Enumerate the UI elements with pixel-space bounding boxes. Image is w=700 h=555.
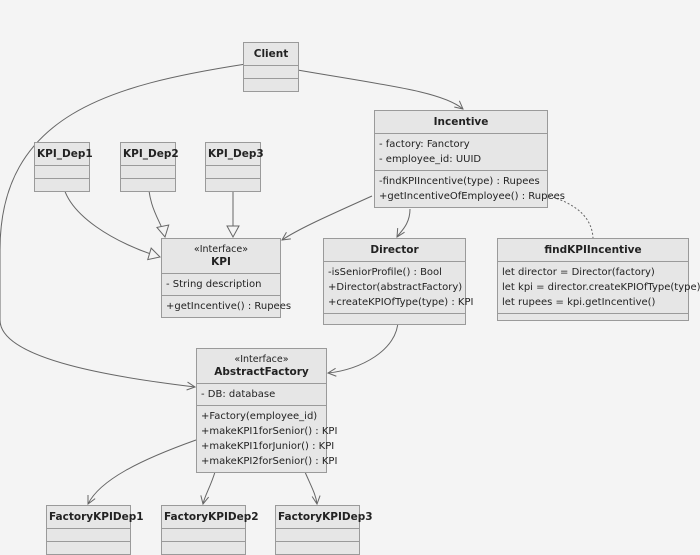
- class-header: Incentive: [375, 111, 547, 134]
- class-fields-section: - String description: [162, 274, 280, 296]
- field-line: -isSeniorProfile() : Bool: [328, 267, 442, 278]
- class-header: KPI_Dep2: [121, 143, 179, 166]
- class-name: FactoryKPIDep1: [49, 511, 144, 523]
- field-line: - DB: database: [201, 389, 276, 400]
- method-line: +Factory(employee_id): [201, 411, 318, 422]
- field-line: let director = Director(factory): [502, 267, 655, 278]
- class-methods-section: [324, 314, 465, 324]
- class-fields-section: [244, 66, 298, 79]
- edge-note-findkpiincentive: [548, 195, 594, 239]
- class-box-client: Client: [243, 42, 299, 92]
- class-methods-section: [35, 179, 89, 191]
- class-box-kpi-dep2: KPI_Dep2: [120, 142, 179, 192]
- field-line: +createKPIOfType(type) : KPI: [328, 297, 474, 308]
- class-box-kpi-dep3: KPI_Dep3: [205, 142, 264, 192]
- field-line: - String description: [166, 279, 262, 290]
- class-fields-section: - DB: database: [197, 384, 326, 406]
- method-line: +makeKPI1forSenior() : KPI: [201, 426, 338, 437]
- method-line: +getIncentive() : Rupees: [166, 301, 292, 312]
- edge-af-to-factorydep2: [203, 471, 216, 504]
- class-header: «Interface»AbstractFactory: [197, 349, 326, 384]
- field-line: let rupees = kpi.getIncentive(): [502, 297, 656, 308]
- class-header: FactoryKPIDep3: [276, 506, 373, 529]
- class-header: «Interface»KPI: [162, 239, 280, 274]
- class-box-incentive: Incentive - factory: Fanctory - employee_i…: [374, 110, 565, 208]
- edge-af-to-factorydep1: [88, 439, 197, 504]
- class-stereotype: «Interface»: [193, 244, 249, 255]
- edge-client-to-incentive: [262, 63, 463, 109]
- method-line: +getIncentiveOfEmployee() : Rupees: [379, 191, 565, 202]
- class-stereotype: «Interface»: [234, 354, 289, 365]
- class-methods-section: +getIncentive() : Rupees: [162, 296, 292, 317]
- field-line: +Director(abstractFactory): [328, 282, 463, 293]
- class-name: KPI_Dep3: [208, 148, 264, 160]
- class-fields-section: let director = Director(factory) let kpi …: [498, 262, 700, 314]
- field-line: - employee_id: UUID: [379, 154, 482, 165]
- class-name: KPI_Dep1: [37, 148, 93, 160]
- method-line: +makeKPI2forSenior() : KPI: [201, 456, 338, 467]
- class-header: KPI_Dep3: [206, 143, 264, 166]
- class-header: FactoryKPIDep2: [162, 506, 259, 529]
- class-name: FactoryKPIDep3: [278, 511, 373, 523]
- class-box-abstract-factory: «Interface»AbstractFactory - DB: database…: [196, 348, 338, 473]
- class-name: KPI: [211, 256, 231, 268]
- edge-incentive-to-director: [397, 208, 411, 237]
- edge-af-to-factorydep3: [304, 471, 317, 504]
- class-box-find-kpi-incentive: findKPIIncentive let director = Director(…: [497, 238, 700, 321]
- class-name: Incentive: [433, 116, 489, 128]
- class-methods-section: [276, 542, 359, 554]
- method-line: -findKPIIncentive(type) : Rupees: [379, 176, 540, 187]
- class-box-kpi: «Interface»KPI - String description +getIn…: [161, 238, 292, 318]
- class-methods-section: +Factory(employee_id) +makeKPI1forSenior(…: [197, 406, 338, 472]
- class-methods-section: [498, 314, 688, 320]
- class-fields-section: [276, 529, 359, 542]
- class-header: Client: [244, 43, 298, 66]
- class-fields-section: [121, 166, 175, 179]
- class-methods-section: -findKPIIncentive(type) : Rupees +getInce…: [375, 171, 565, 207]
- class-header: KPI_Dep1: [35, 143, 93, 166]
- class-header: findKPIIncentive: [498, 239, 688, 262]
- class-methods-section: [47, 542, 130, 554]
- edge-client-to-abstractfactory: [0, 63, 247, 387]
- class-box-kpi-dep1: KPI_Dep1: [34, 142, 93, 192]
- class-name: FactoryKPIDep2: [164, 511, 259, 523]
- method-line: +makeKPI1forJunior() : KPI: [201, 441, 335, 452]
- class-methods-section: [206, 179, 260, 191]
- class-box-factory-kpi-dep3: FactoryKPIDep3: [275, 505, 373, 555]
- class-header: FactoryKPIDep1: [47, 506, 144, 529]
- field-line: let kpi = director.createKPIOfType(type): [502, 282, 700, 293]
- class-name: Client: [253, 48, 289, 60]
- class-name: AbstractFactory: [214, 366, 309, 378]
- class-fields-section: - factory: Fanctory - employee_id: UUID: [375, 134, 547, 171]
- edge-incentive-to-kpi: [282, 195, 373, 240]
- class-fields-section: [35, 166, 89, 179]
- class-fields-section: [162, 529, 245, 542]
- field-line: - factory: Fanctory: [379, 139, 470, 150]
- class-methods-section: [121, 179, 175, 191]
- class-header: Director: [324, 239, 465, 262]
- class-name: KPI_Dep2: [123, 148, 179, 160]
- class-methods-section: [244, 79, 298, 91]
- class-name: Director: [370, 244, 419, 256]
- class-box-director: Director -isSeniorProfile() : Bool +Direct…: [323, 238, 474, 325]
- class-methods-section: [162, 542, 245, 554]
- class-box-factory-kpi-dep2: FactoryKPIDep2: [161, 505, 259, 555]
- edge-director-to-abstractfactory: [328, 319, 399, 373]
- class-name: findKPIIncentive: [544, 244, 642, 256]
- class-fields-section: -isSeniorProfile() : Bool +Director(abstr…: [324, 262, 474, 314]
- class-fields-section: [47, 529, 130, 542]
- class-box-factory-kpi-dep1: FactoryKPIDep1: [46, 505, 144, 555]
- class-fields-section: [206, 166, 260, 179]
